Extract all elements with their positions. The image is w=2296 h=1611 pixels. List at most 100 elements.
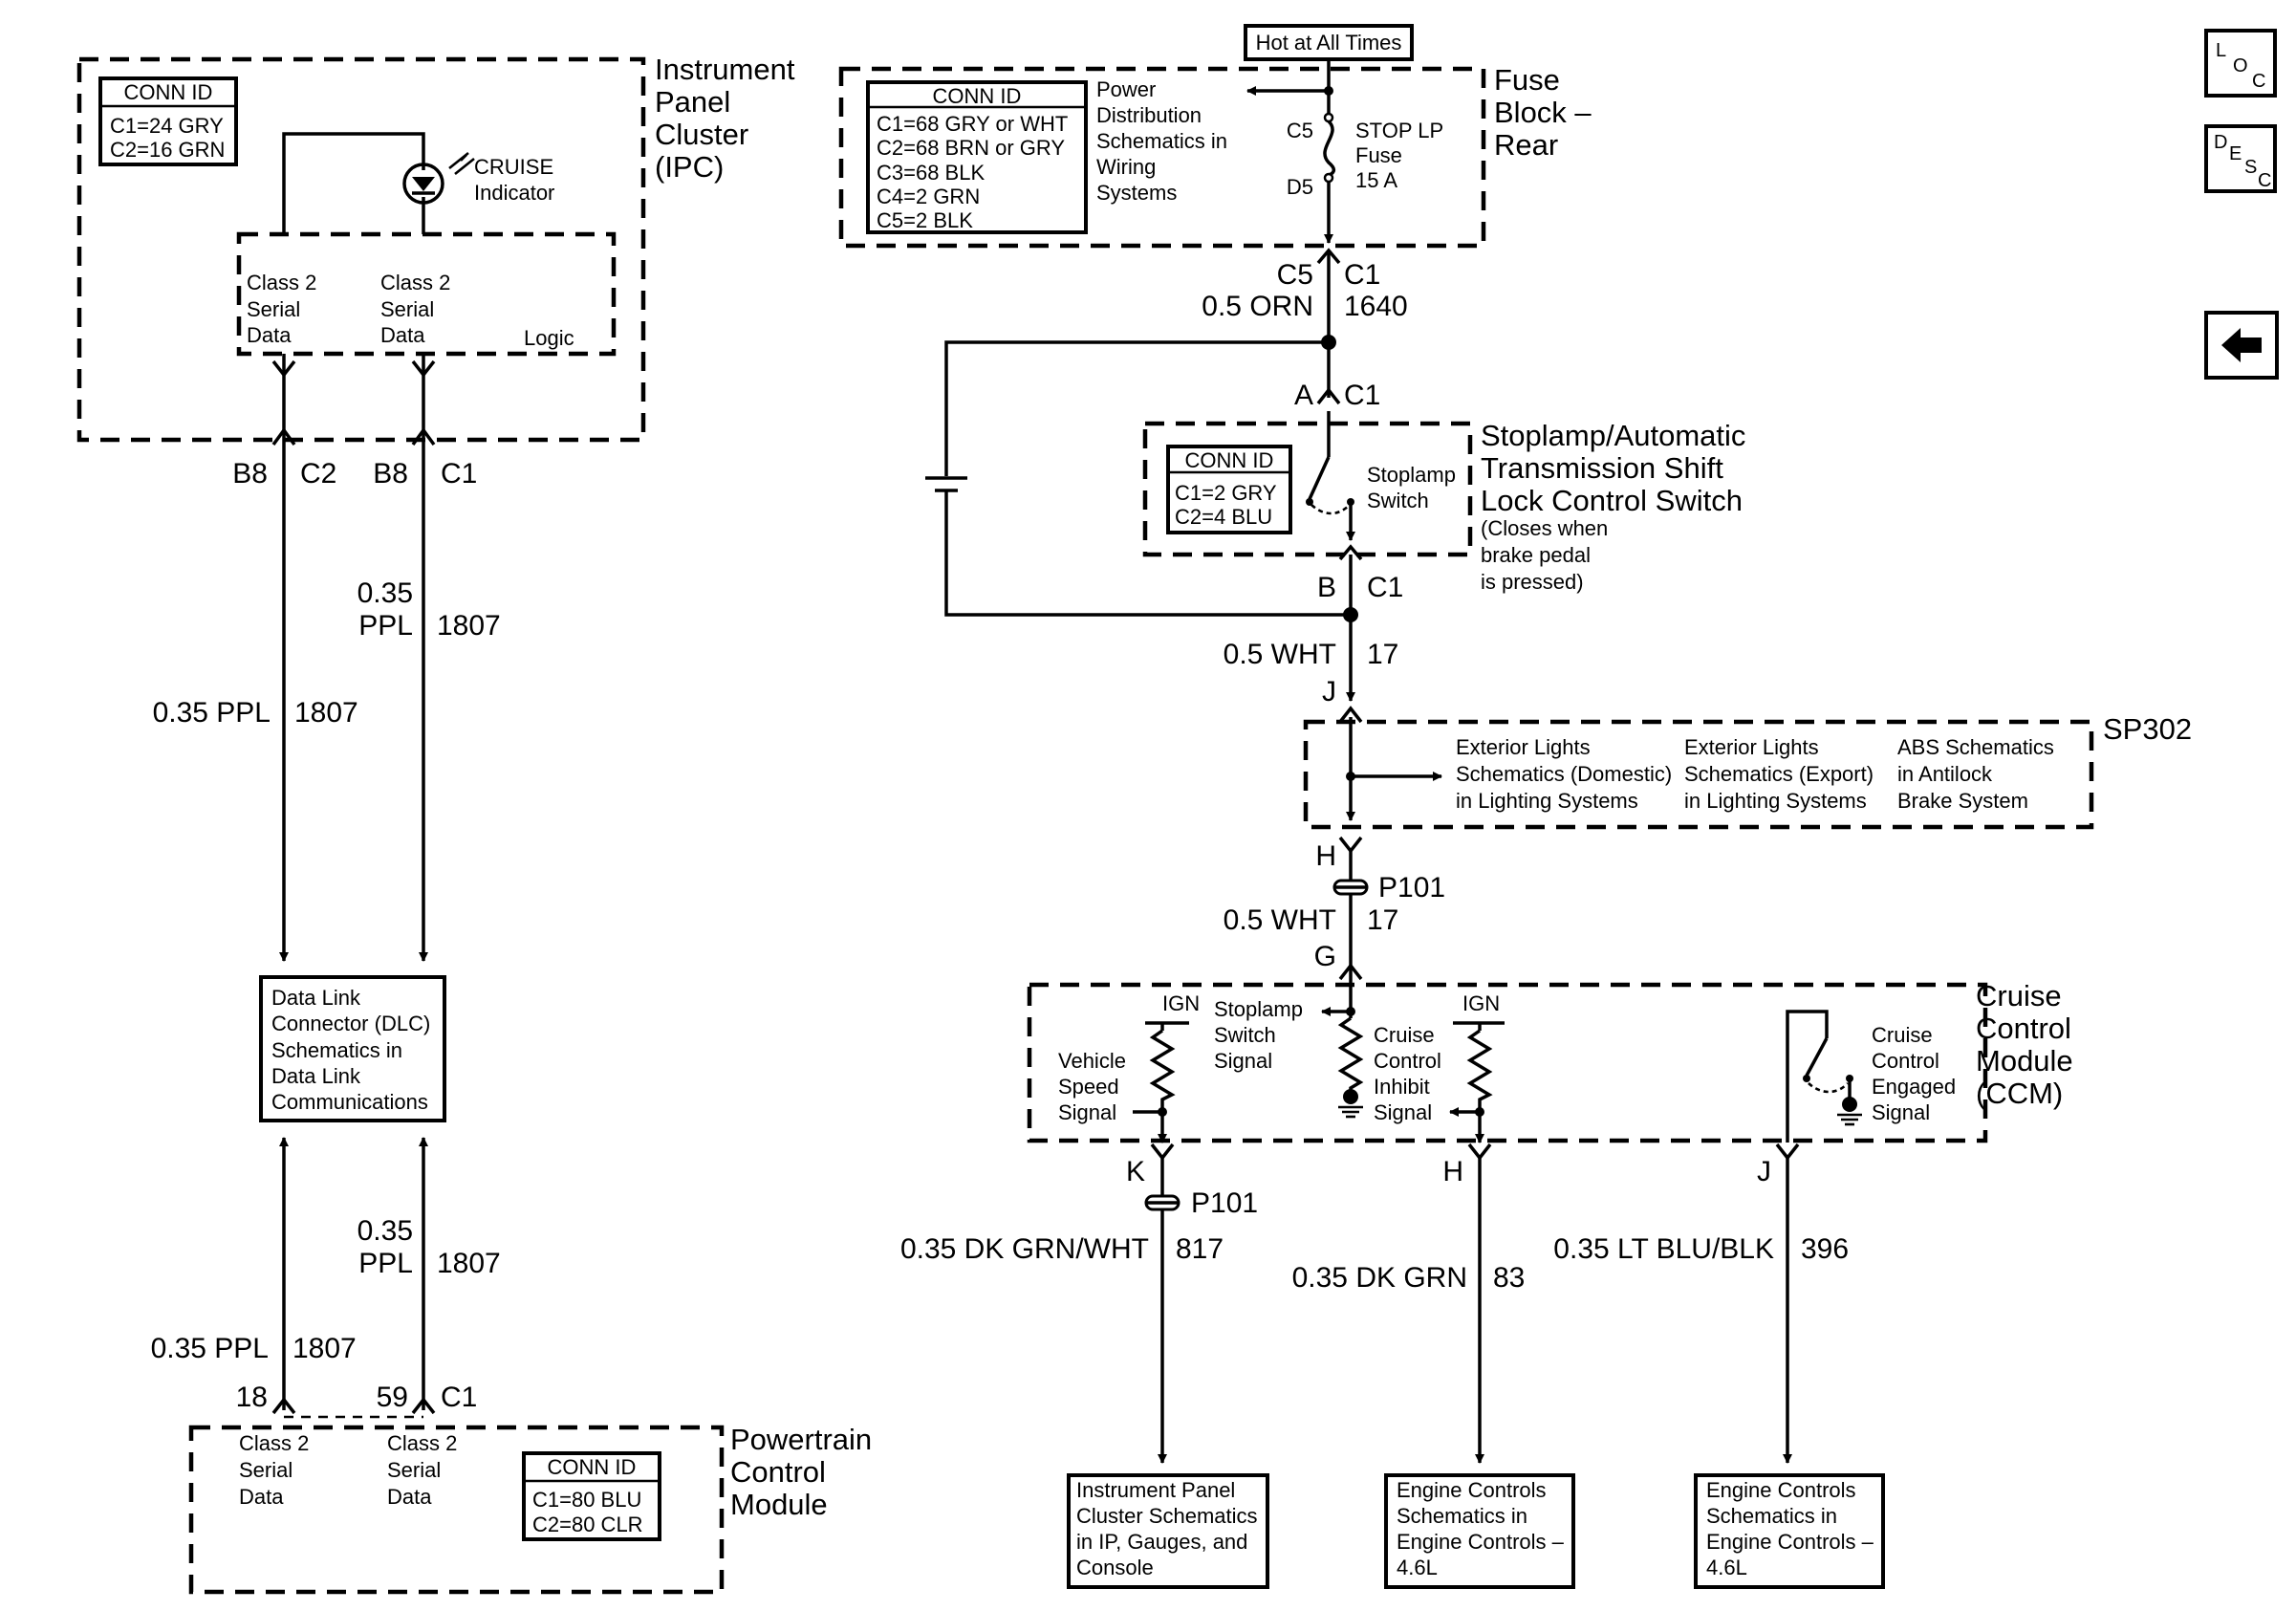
svg-text:0.5 ORN: 0.5 ORN: [1202, 291, 1313, 322]
svg-text:Transmission Shift: Transmission Shift: [1481, 451, 1723, 485]
svg-text:Communications: Communications: [271, 1090, 428, 1114]
stoplamp-switch-title: Stoplamp/Automatic Transmission Shift Lo…: [1481, 419, 1745, 517]
switch-pin-b-label: B C1: [1317, 572, 1403, 603]
p101-connector-icon-upper: [1332, 879, 1369, 896]
svg-text:C5: C5: [1287, 119, 1313, 142]
vehicle-speed-signal-label: Vehicle Speed Signal: [1058, 1049, 1126, 1124]
svg-text:1807: 1807: [292, 1333, 357, 1364]
svg-text:1640: 1640: [1344, 291, 1408, 322]
svg-text:C2=4 BLU: C2=4 BLU: [1175, 505, 1272, 529]
sp302-ref-exterior-domestic[interactable]: Exterior Lights Schematics (Domestic) in…: [1456, 735, 1672, 813]
svg-text:0.5 WHT: 0.5 WHT: [1224, 904, 1336, 936]
svg-text:0.35 DK GRN/WHT: 0.35 DK GRN/WHT: [900, 1233, 1149, 1265]
back-button[interactable]: [2204, 311, 2279, 380]
svg-text:B: B: [1317, 572, 1336, 603]
svg-text:Schematics (Export): Schematics (Export): [1684, 762, 1874, 786]
svg-text:Fuse: Fuse: [1494, 63, 1560, 97]
svg-text:Signal: Signal: [1214, 1049, 1272, 1073]
svg-text:Data Link: Data Link: [271, 986, 361, 1010]
fuse-block-title: Fuse Block – Rear: [1494, 63, 1592, 162]
svg-text:Class 2: Class 2: [239, 1431, 309, 1455]
svg-text:P101: P101: [1378, 872, 1445, 903]
svg-text:Powertrain: Powertrain: [730, 1423, 872, 1456]
svg-text:in Antilock: in Antilock: [1897, 762, 1993, 786]
svg-text:Inhibit: Inhibit: [1374, 1075, 1430, 1099]
svg-text:0.35 PPL: 0.35 PPL: [151, 1333, 269, 1364]
ccm-ign-resistor-icon: [1466, 1029, 1493, 1112]
ipc-class2-serial-data-a: Class 2 Serial Data: [247, 271, 316, 347]
vss-resistor-icon: [1149, 1029, 1176, 1112]
engine-controls-reference-box-1[interactable]: Engine Controls Schematics in Engine Con…: [1384, 1473, 1575, 1589]
svg-text:Serial: Serial: [239, 1458, 292, 1482]
svg-text:G: G: [1314, 941, 1336, 972]
svg-text:0.35: 0.35: [357, 1215, 413, 1247]
hot-at-all-times-label: Hot at All Times: [1244, 24, 1414, 61]
ipc-schematics-reference-box[interactable]: Instrument Panel Cluster Schematics in I…: [1067, 1473, 1269, 1589]
svg-text:Exterior Lights: Exterior Lights: [1684, 735, 1819, 759]
svg-text:CONN ID: CONN ID: [1185, 448, 1274, 472]
svg-text:Lock Control Switch: Lock Control Switch: [1481, 484, 1743, 517]
engine-controls-reference-box-2[interactable]: Engine Controls Schematics in Engine Con…: [1694, 1473, 1885, 1589]
ipc-conn-id-box: CONN ID C1=24 GRY C2=16 GRN: [98, 76, 238, 166]
svg-text:Exterior Lights: Exterior Lights: [1456, 735, 1591, 759]
svg-text:1807: 1807: [437, 610, 501, 642]
description-button[interactable]: D E S C: [2204, 124, 2277, 193]
svg-text:Vehicle: Vehicle: [1058, 1049, 1126, 1073]
svg-text:Rear: Rear: [1494, 128, 1558, 162]
svg-text:C3=68 BLK: C3=68 BLK: [877, 161, 985, 185]
location-button[interactable]: L O C: [2204, 29, 2277, 98]
svg-text:C2=16 GRN: C2=16 GRN: [110, 138, 225, 162]
ign-label-2: IGN: [1462, 991, 1500, 1015]
ipc-module-outline: [76, 56, 646, 443]
svg-text:Data: Data: [239, 1485, 284, 1509]
ccm-title: Cruise Control Module (CCM): [1976, 979, 2073, 1110]
svg-text:Control: Control: [1374, 1049, 1441, 1073]
svg-text:Class 2: Class 2: [380, 271, 450, 294]
svg-text:brake pedal: brake pedal: [1481, 543, 1591, 567]
sp302-ref-abs[interactable]: ABS Schematics in Antilock Brake System: [1897, 735, 2054, 813]
svg-text:H: H: [1442, 1156, 1463, 1187]
svg-text:Serial: Serial: [380, 297, 434, 321]
svg-text:Engine Controls –: Engine Controls –: [1706, 1530, 1874, 1554]
stoplamp-switch-signal-label: Stoplamp Switch Signal: [1214, 997, 1303, 1073]
sp302-outline: [1303, 719, 2094, 830]
svg-text:Schematics in: Schematics in: [1096, 129, 1227, 153]
loc-letter-o: O: [2233, 55, 2248, 76]
wire-817-label: 0.35 DK GRN/WHT 817: [900, 1233, 1224, 1265]
svg-text:1807: 1807: [294, 697, 358, 729]
svg-text:Data Link: Data Link: [271, 1064, 361, 1088]
wire-83-label: 0.35 DK GRN 83: [1292, 1262, 1526, 1294]
dlc-reference-box[interactable]: Data Link Connector (DLC) Schematics in …: [259, 975, 446, 1122]
svg-text:Cruise: Cruise: [1976, 979, 2062, 1012]
svg-text:Stoplamp: Stoplamp: [1367, 463, 1456, 487]
svg-text:(IPC): (IPC): [655, 150, 724, 184]
svg-text:Cluster: Cluster: [655, 118, 748, 151]
svg-text:Cruise: Cruise: [1374, 1023, 1435, 1047]
svg-text:J: J: [1322, 676, 1336, 708]
svg-text:Connector (DLC): Connector (DLC): [271, 1012, 430, 1035]
svg-text:(Closes when: (Closes when: [1481, 516, 1608, 540]
svg-text:Console: Console: [1076, 1556, 1154, 1579]
sp302-ref-exterior-export[interactable]: Exterior Lights Schematics (Export) in L…: [1684, 735, 1874, 813]
desc-letter-e: E: [2229, 143, 2242, 164]
svg-text:0.35: 0.35: [357, 577, 413, 609]
power-distribution-reference[interactable]: Power Distribution Schematics in Wiring …: [1096, 77, 1227, 205]
desc-letter-c: C: [2258, 170, 2272, 191]
svg-text:396: 396: [1801, 1233, 1849, 1265]
svg-text:Serial: Serial: [387, 1458, 441, 1482]
svg-text:C1: C1: [1344, 380, 1380, 411]
svg-text:0.35 PPL: 0.35 PPL: [153, 697, 271, 729]
svg-text:Serial: Serial: [247, 297, 300, 321]
svg-text:Cruise: Cruise: [1872, 1023, 1933, 1047]
cruise-indicator-icon: [402, 151, 475, 205]
svg-text:Signal: Signal: [1872, 1100, 1930, 1124]
svg-text:C1: C1: [1367, 572, 1403, 603]
svg-text:15 A: 15 A: [1355, 168, 1397, 192]
svg-text:0.35 LT BLU/BLK: 0.35 LT BLU/BLK: [1553, 1233, 1774, 1265]
svg-text:0.5 WHT: 0.5 WHT: [1224, 639, 1336, 670]
svg-text:Engaged: Engaged: [1872, 1075, 1956, 1099]
loc-letter-c: C: [2252, 71, 2266, 92]
svg-text:PPL: PPL: [358, 1248, 413, 1279]
svg-text:Brake System: Brake System: [1897, 789, 2028, 813]
svg-text:817: 817: [1176, 1233, 1224, 1265]
